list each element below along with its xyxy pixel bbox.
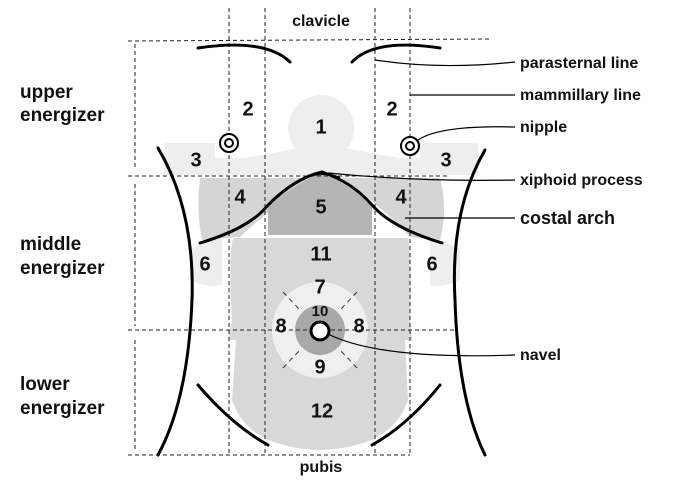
region-6-left-label: 6 <box>199 253 210 275</box>
region-9-label: 9 <box>314 356 325 378</box>
umbilical-diagonal-lines <box>282 291 358 369</box>
lower-energizer-label-line2: energizer <box>20 398 105 419</box>
nipple-right-icon <box>400 136 420 156</box>
region-10-label: 10 <box>312 303 329 320</box>
region-12-shade <box>232 330 408 450</box>
region-6-right-shade <box>430 238 460 286</box>
region-2-left-label: 2 <box>242 98 253 120</box>
region-6-right-label: 6 <box>426 253 437 275</box>
nipple-label: nipple <box>520 119 567 136</box>
mammillary-line-label: mammillary line <box>520 87 641 104</box>
region-4-band-shade <box>198 172 444 240</box>
region-4-right-label: 4 <box>395 186 407 208</box>
region-1-label: 1 <box>315 116 326 138</box>
navel-icon <box>309 320 331 342</box>
region-8-left-label: 8 <box>275 315 286 337</box>
upper-energizer-label-line2: energizer <box>20 105 105 126</box>
middle-energizer-label-line1: middle <box>20 234 81 255</box>
middle-energizer-label-line2: energizer <box>20 258 105 279</box>
nipple-left-icon <box>219 133 239 153</box>
navel-label: navel <box>520 347 561 364</box>
region-12-label: 12 <box>311 400 333 422</box>
xiphoid-process-label: xiphoid process <box>520 172 643 189</box>
region-8-right-label: 8 <box>353 315 364 337</box>
region-5-label: 5 <box>315 196 326 218</box>
region-6-left-shade <box>190 238 222 286</box>
region-4-left-label: 4 <box>234 186 246 208</box>
region-3-left-label: 3 <box>190 149 201 171</box>
region-3-right-label: 3 <box>440 149 451 171</box>
pubis-label: pubis <box>300 459 343 476</box>
thorax-lower-shade <box>178 148 465 175</box>
body-outline <box>156 43 487 457</box>
region-7-label: 7 <box>314 276 325 298</box>
guide-lines <box>127 8 491 456</box>
upper-energizer-label-line1: upper <box>20 82 73 103</box>
region-1-shade <box>288 95 354 161</box>
leader-lines <box>327 59 516 357</box>
clavicle-label: clavicle <box>292 13 350 30</box>
region-5-shade <box>268 172 372 235</box>
region-2-right-label: 2 <box>386 98 397 120</box>
costal-arch-label: costal arch <box>520 208 615 228</box>
region-11-label: 11 <box>310 243 331 265</box>
lower-energizer-label-line1: lower <box>20 374 70 395</box>
parasternal-line-label: parasternal line <box>520 55 638 72</box>
